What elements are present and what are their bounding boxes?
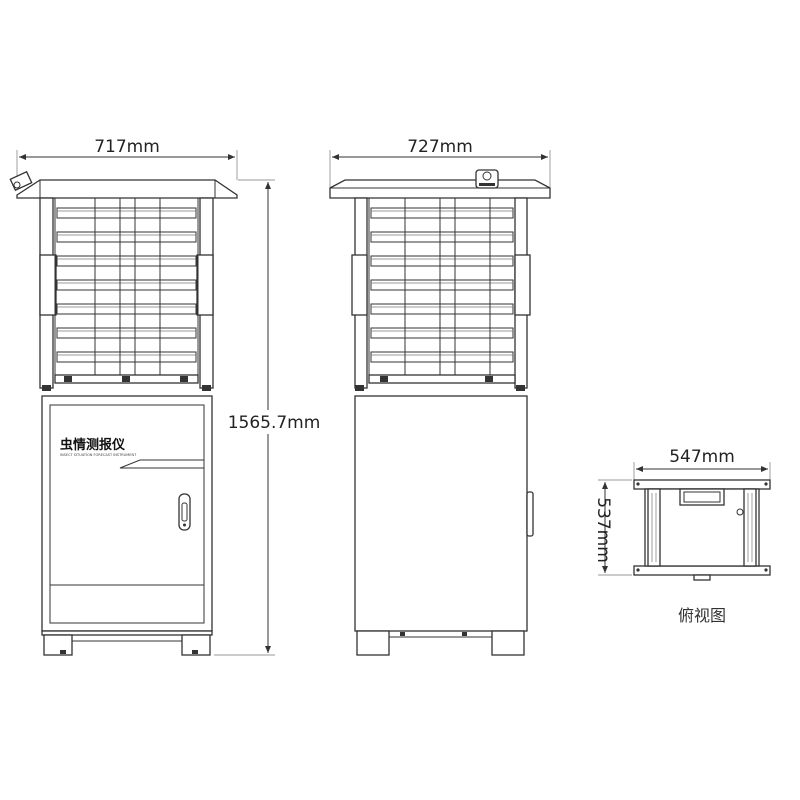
top-outline [633,479,771,581]
cage-slat [370,207,514,219]
height-label: 1565.7mm [228,413,321,433]
cage-slat [56,231,197,243]
top-view-caption: 俯视图 [678,606,726,625]
top-width-dimension: 547mm [633,447,771,482]
cage-slat [56,279,197,291]
cabinet-subtitle: INSECT SITUATION FORECAST INSTRUMENT [60,453,137,457]
side-slats [370,207,514,363]
side-latch-icon [526,491,534,537]
front-width-label: 717mm [94,137,160,157]
height-dimension: 1565.7mm [214,179,322,656]
side-width-dimension: 727mm [329,137,551,190]
top-view: 547mm 537mm 俯视图 [593,447,771,625]
cage-slat [56,327,197,339]
front-slats [56,207,197,363]
front-cabinet: 虫情测报仪 INSECT SITUATION FORECAST INSTRUME… [41,395,213,632]
cabinet-title: 虫情测报仪 [60,437,126,453]
door-handle-icon [178,493,191,531]
front-width-dimension: 717mm [16,137,238,180]
cage-slat [370,279,514,291]
cage-slat [56,255,197,267]
front-feet [41,630,213,656]
front-cage [39,197,214,391]
cage-slat [56,207,197,219]
top-depth-label: 537mm [593,497,613,563]
side-roof [329,169,551,199]
top-width-label: 547mm [669,447,735,467]
front-view: 717mm [9,137,322,656]
cage-slat [370,255,514,267]
top-depth-dimension: 537mm [593,479,632,576]
roof-camera-icon [9,170,33,192]
side-cabinet [354,395,534,632]
cage-slat [56,351,197,363]
cage-slat [370,351,514,363]
side-feet [356,630,525,656]
front-roof [9,170,238,199]
side-width-label: 727mm [407,137,473,157]
side-cage [351,197,531,391]
cage-slat [56,303,197,315]
cage-slat [370,303,514,315]
cage-slat [370,327,514,339]
side-view: 727mm [329,137,551,656]
cage-slat [370,231,514,243]
top-unit-icon [679,488,725,506]
